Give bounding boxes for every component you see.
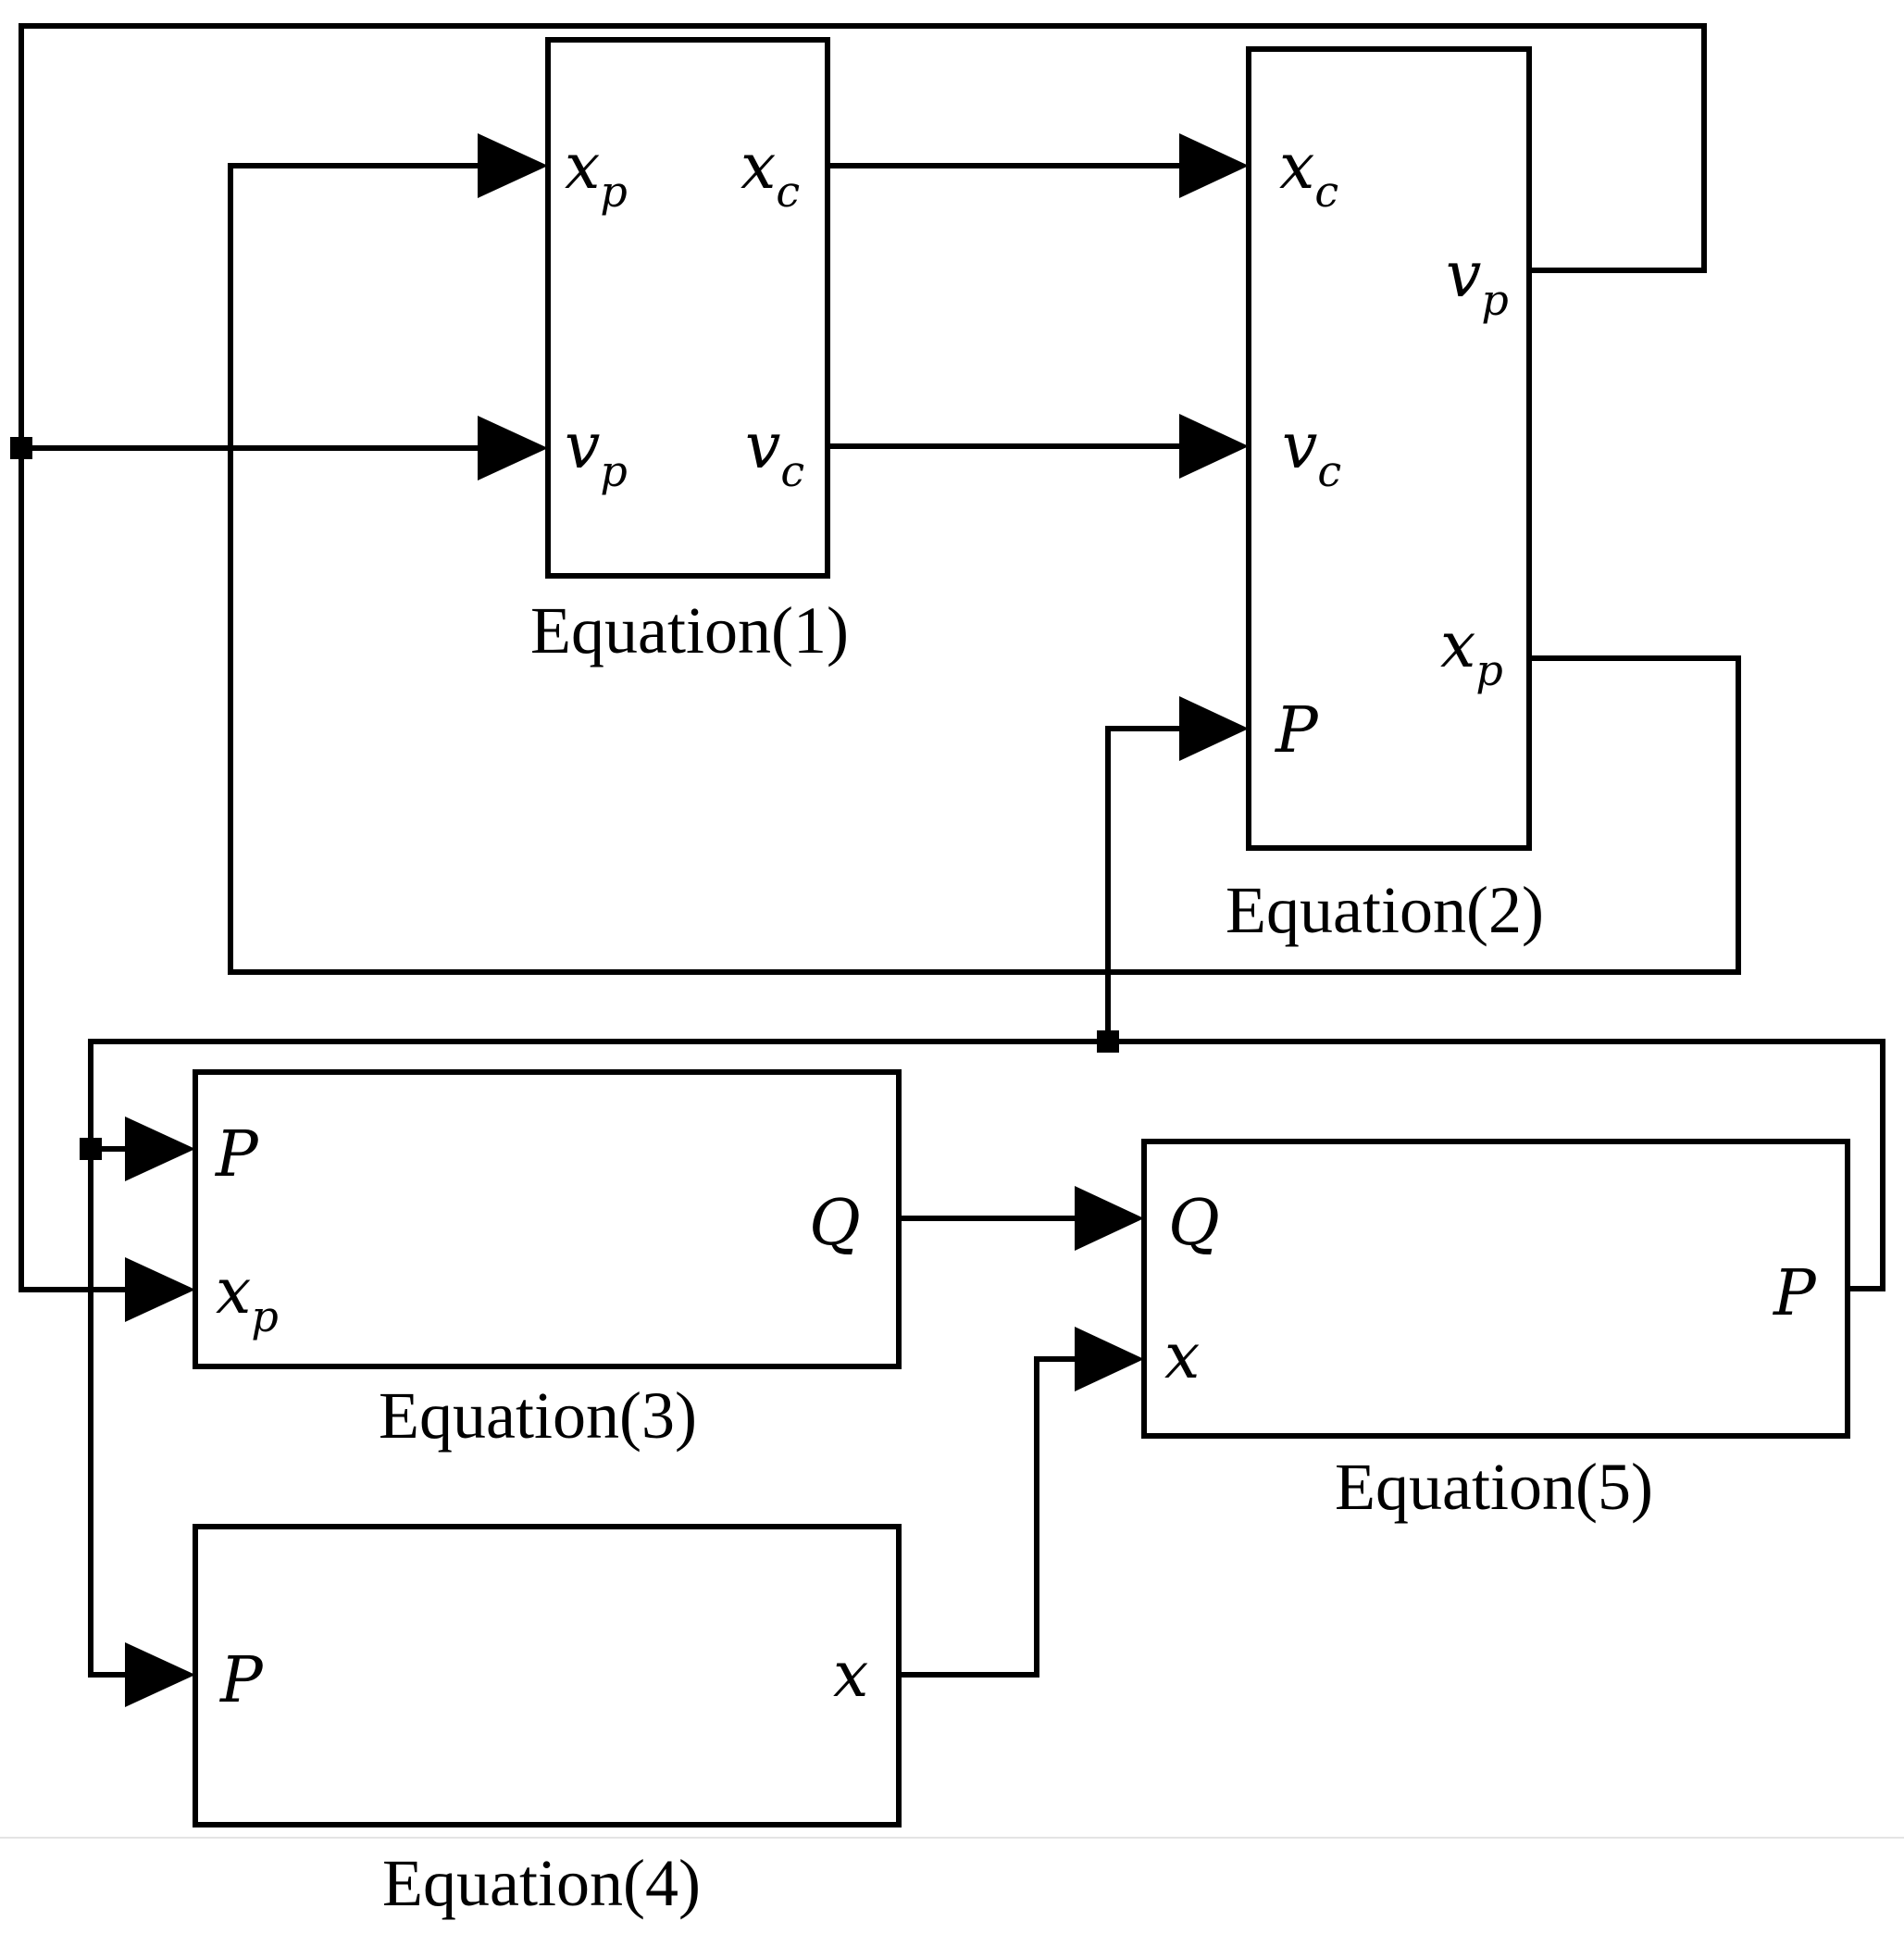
port-label-eq1-out-vc: vc: [745, 410, 804, 496]
caption-equation-2: Equation(2): [1226, 873, 1544, 947]
block-equation-2: [1246, 46, 1532, 851]
arrowhead-eq5-x: [1075, 1327, 1144, 1391]
port-label-eq2-out-vp: vp: [1446, 239, 1509, 325]
port-label-eq4-in-p: P: [218, 1644, 264, 1717]
port-label-eq2-in-vc: vc: [1282, 410, 1341, 496]
port-label-eq1-in-vp: vp: [565, 410, 628, 496]
caption-equation-3: Equation(3): [379, 1378, 697, 1453]
block-equation-1: [545, 37, 830, 579]
port-label-eq2-in-xc: xc: [1279, 131, 1338, 217]
arrowhead-eq3-p: [125, 1116, 195, 1181]
port-label-eq5-in-x: x: [1164, 1320, 1200, 1393]
arrowhead-eq2-p: [1179, 696, 1249, 761]
port-label-eq4-out-x: x: [833, 1639, 868, 1712]
arrowhead-eq5-q: [1075, 1186, 1144, 1251]
junction-vp-split: [10, 437, 32, 459]
arrowhead-eq4-p: [125, 1642, 195, 1707]
port-label-eq5-in-q: Q: [1168, 1187, 1220, 1260]
port-label-eq1-in-xp: xp: [565, 131, 628, 217]
arrowhead-eq3-xp: [125, 1257, 195, 1322]
block-equation-5: [1141, 1139, 1850, 1439]
wire-eq4-x-to-eq5-x: [899, 1356, 1075, 1678]
port-label-eq2-out-xp: xp: [1440, 609, 1503, 695]
junction-p-split-left: [80, 1138, 102, 1160]
wire-p-branch-to-eq2: [1105, 726, 1179, 1042]
arrowhead-eq2-vc: [1179, 414, 1249, 479]
port-label-eq1-out-xc: xc: [740, 131, 800, 217]
port-label-eq3-in-p: P: [214, 1118, 259, 1191]
wire-eq5-p-feedback: [88, 1039, 1885, 1678]
wire-eq2-vp-feedback: [19, 23, 1707, 1292]
port-label-eq3-out-q: Q: [809, 1187, 861, 1260]
port-label-eq5-out-p: P: [1772, 1257, 1817, 1330]
caption-equation-4: Equation(4): [382, 1846, 701, 1920]
arrowhead-eq1-xp: [478, 133, 548, 198]
caption-equation-1: Equation(1): [530, 593, 849, 667]
port-label-eq3-in-xp: xp: [216, 1255, 279, 1341]
arrowhead-eq1-vp: [478, 416, 548, 480]
wire-eq2-xp-feedback: [228, 163, 1741, 975]
block-equation-4: [193, 1524, 902, 1827]
caption-equation-5: Equation(5): [1335, 1450, 1653, 1524]
block-equation-3: [193, 1069, 902, 1369]
port-label-eq2-in-p: P: [1274, 694, 1319, 767]
arrowhead-eq2-xc: [1179, 133, 1249, 198]
junction-p-split-top: [1097, 1030, 1119, 1053]
